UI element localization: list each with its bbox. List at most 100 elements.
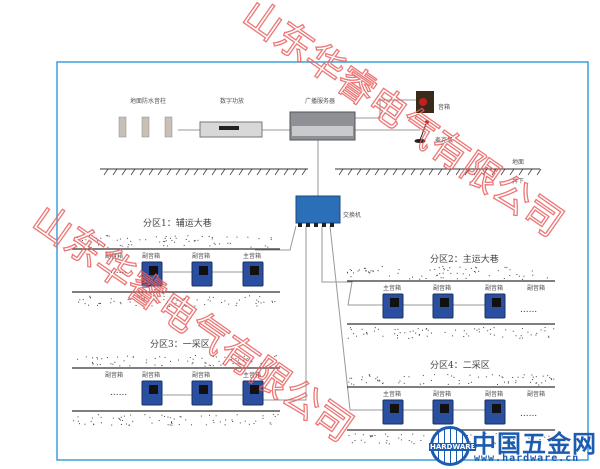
rock-dot <box>382 382 384 384</box>
rock-dot <box>100 416 102 418</box>
rock-dot <box>368 271 370 273</box>
rock-dot <box>228 303 230 305</box>
rock-dot <box>79 423 81 425</box>
rock-dot <box>107 235 109 237</box>
rock-dot <box>205 424 207 426</box>
rock-dot <box>185 238 187 240</box>
rock-dot <box>178 423 180 425</box>
rock-dot <box>92 357 94 359</box>
rock-dot <box>425 328 427 330</box>
rock-dot <box>463 335 465 337</box>
rock-dot <box>506 267 508 269</box>
rock-dot <box>418 333 420 335</box>
rock-dot <box>85 356 87 358</box>
rock-dot <box>163 415 165 417</box>
rock-dot <box>88 245 90 247</box>
rock-dot <box>207 299 209 301</box>
rock-dot <box>351 442 353 444</box>
label-switch: 交换机 <box>343 211 361 219</box>
rock-dot <box>163 245 165 247</box>
rock-dot <box>183 244 185 246</box>
rock-dot <box>509 275 511 277</box>
rock-dot <box>131 244 133 246</box>
rock-dot <box>506 440 508 442</box>
rock-dot <box>397 337 399 339</box>
rock-dot <box>418 334 420 336</box>
hatch-tick <box>229 168 235 176</box>
rock-dot <box>469 441 471 443</box>
rock-dot <box>205 362 207 364</box>
rock-dot <box>277 414 279 416</box>
rock-dot <box>434 268 436 270</box>
rock-dot <box>77 236 79 238</box>
rock-dot <box>468 274 470 276</box>
rock-dot <box>495 433 497 435</box>
rock-dot <box>374 327 376 329</box>
rock-dot <box>512 330 514 332</box>
rock-dot <box>130 414 132 416</box>
rock-dot <box>92 363 94 365</box>
hatch-tick <box>103 168 109 176</box>
rock-dot <box>411 441 413 443</box>
rock-dot <box>376 376 378 378</box>
rock-dot <box>146 359 148 361</box>
rock-dot <box>382 335 384 337</box>
rock-dot <box>238 299 240 301</box>
rock-dot <box>538 384 540 386</box>
rock-dot <box>522 278 524 280</box>
rock-dot <box>400 434 402 436</box>
rock-dot <box>175 237 177 239</box>
rock-dot <box>377 328 379 330</box>
rock-dot <box>126 237 128 239</box>
rock-dot <box>169 237 171 239</box>
rock-dot <box>363 333 365 335</box>
rock-dot <box>426 335 428 337</box>
rock-dot <box>191 363 193 365</box>
rock-dot <box>255 302 257 304</box>
rock-dot <box>226 236 228 238</box>
rock-dot <box>398 269 400 271</box>
rock-dot <box>169 305 171 307</box>
hatch-tick <box>356 168 362 176</box>
hatch-tick <box>139 168 145 176</box>
rock-dot <box>518 275 520 277</box>
hatch-tick <box>184 168 190 176</box>
rock-dot <box>232 420 234 422</box>
hatch-tick <box>202 168 208 176</box>
rock-dot <box>181 299 183 301</box>
hatch-tick <box>464 168 470 176</box>
rock-dot <box>270 237 272 239</box>
rock-dot <box>97 240 99 242</box>
rock-dot <box>531 374 533 376</box>
hatch-tick <box>274 168 280 176</box>
rock-dot <box>491 374 493 376</box>
switch-port <box>298 223 302 227</box>
rock-dot <box>347 337 349 339</box>
zone-1-title: 分区1：辅运大巷 <box>143 217 212 229</box>
rock-dot <box>128 424 130 426</box>
rock-dot <box>247 236 249 238</box>
rock-dot <box>219 421 221 423</box>
rock-dot <box>361 376 363 378</box>
rock-dot <box>271 300 273 302</box>
rock-dot <box>244 420 246 422</box>
label-ground-speakers: 地面防水音柱 <box>130 97 166 105</box>
speaker-cone <box>419 98 427 106</box>
device-screen <box>250 266 259 275</box>
rock-dot <box>255 420 257 422</box>
device-screen <box>492 298 501 307</box>
rock-dot <box>474 328 476 330</box>
rock-dot <box>130 240 132 242</box>
zone-4-title: 分区4：二采区 <box>430 360 490 371</box>
rock-dot <box>88 246 90 248</box>
rock-dot <box>411 276 413 278</box>
rock-dot <box>144 414 146 416</box>
rock-dot <box>175 302 177 304</box>
rock-dot <box>425 277 427 279</box>
rock-dot <box>164 356 166 358</box>
rock-dot <box>370 435 372 437</box>
rock-dot <box>256 305 258 307</box>
rock-dot <box>151 305 153 307</box>
rock-dot <box>515 335 517 337</box>
rock-dot <box>251 361 253 363</box>
